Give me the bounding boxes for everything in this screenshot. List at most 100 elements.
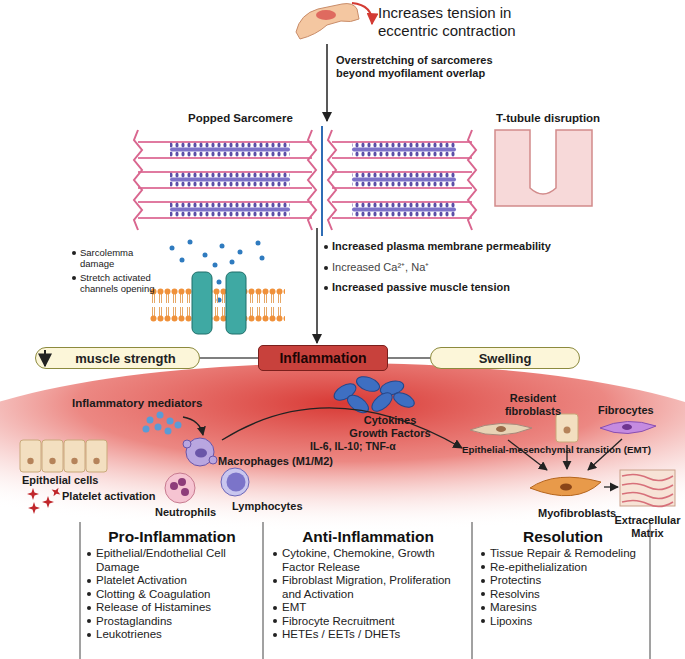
column-divider xyxy=(80,522,81,659)
fibroblast-icon xyxy=(470,423,532,435)
bullet-dot xyxy=(273,619,277,623)
bullet-dot xyxy=(87,606,91,610)
t-tubule-illustration xyxy=(495,130,592,206)
sarcomere-illustration xyxy=(170,142,290,157)
bullet-dot xyxy=(273,552,277,556)
fibrocyte-icon xyxy=(622,424,632,430)
ion-channel-illustration xyxy=(260,256,265,261)
sarcomere-illustration xyxy=(134,130,142,230)
epithelial-cells-icon xyxy=(93,458,99,464)
epithelial-cell-icon xyxy=(556,414,578,442)
bullet-dot xyxy=(273,633,277,637)
node-text: muscle strength xyxy=(75,351,175,366)
sarcomere-illustration xyxy=(332,187,472,189)
mediator-dots xyxy=(143,412,182,435)
neutrophil-icon xyxy=(181,488,189,496)
cytokine-icon xyxy=(391,390,416,410)
symptom-pill: Swelling xyxy=(430,347,580,369)
sarcomere-illustration xyxy=(170,202,290,217)
sarcomere-illustration xyxy=(332,157,472,159)
part-label: Cytokines Growth Factors xyxy=(345,414,435,440)
neutrophil-icon xyxy=(178,478,186,486)
part-label: IL-6, IL-10; TNF-α xyxy=(310,440,435,453)
bullet-item: Release of Histamines xyxy=(84,601,260,615)
process-box: Inflammation xyxy=(258,345,388,371)
arm-illustration xyxy=(296,4,359,39)
bullet-dot xyxy=(481,552,485,556)
flow-arrow xyxy=(316,228,318,343)
ion-channel-illustration xyxy=(188,240,193,245)
ion-channel-illustration xyxy=(226,272,246,334)
flow-arrow xyxy=(326,44,328,121)
connector-line xyxy=(200,357,258,358)
macrophage-icon xyxy=(183,438,217,466)
sarcomere-illustration xyxy=(352,142,456,157)
column-heading: Anti-Inflammation xyxy=(270,527,466,547)
part-label: Epithelial cells xyxy=(22,474,132,487)
neutrophil-icon xyxy=(165,473,195,503)
myofibroblast-icon xyxy=(530,477,601,496)
sarcomere-illustration xyxy=(352,172,456,187)
ion-channel-illustration xyxy=(192,272,212,334)
sarcomere-illustration xyxy=(138,217,312,219)
ion-channel-illustration xyxy=(213,263,218,268)
extracellular-matrix-icon xyxy=(622,474,673,506)
sarcomere-illustration xyxy=(170,208,290,212)
bullet-note: Increased plasma membrane permeability xyxy=(322,240,592,253)
mediator-dots xyxy=(155,424,162,431)
bullet-dot xyxy=(273,579,277,583)
bullet-dot xyxy=(481,565,485,569)
bullet-dot xyxy=(87,579,91,583)
inflammation-glow xyxy=(0,363,685,547)
sarcomere-illustration xyxy=(134,130,476,230)
part-label: Macrophages (M1/M2) xyxy=(218,455,346,468)
text-column: Pro-InflammationEpithelial/Endothelial C… xyxy=(84,527,260,642)
cytokine-icon xyxy=(344,392,371,416)
bullet-dot xyxy=(273,606,277,610)
epithelial-cells-icon xyxy=(64,440,85,472)
sarcomere-illustration xyxy=(321,126,323,236)
ion-channel-illustration xyxy=(170,246,175,251)
connector-group xyxy=(200,358,430,359)
arm-illustration xyxy=(296,3,372,39)
myofibroblast-icon xyxy=(560,484,572,491)
sarcomere-illustration xyxy=(328,130,336,230)
bullet-item: Clotting & Coagulation xyxy=(84,588,260,602)
sarcomere-illustration xyxy=(352,178,456,182)
text-column: Anti-InflammationCytokine, Chemokine, Gr… xyxy=(270,527,466,642)
bullet-item: Fibroblast Migration, Proliferation and … xyxy=(270,574,466,601)
node-text: Swelling xyxy=(479,351,532,366)
bullet-item: Epithelial/Endothelial Cell Damage xyxy=(84,547,260,574)
column-heading: Pro-Inflammation xyxy=(84,527,260,547)
lymphocyte-icon xyxy=(221,468,249,496)
sarcomere-illustration xyxy=(170,172,290,187)
bullet-dot xyxy=(87,633,91,637)
platelet-icon xyxy=(28,502,40,514)
ion-channel-illustration xyxy=(203,253,208,258)
ion-channel-illustration xyxy=(230,260,235,265)
sarcomere-illustration xyxy=(138,142,472,218)
epithelial-cells-icon xyxy=(27,458,33,464)
sarcomere-illustration xyxy=(170,148,290,152)
lymphocyte-icon xyxy=(221,468,249,496)
column-divider xyxy=(80,522,650,659)
mediator-dots xyxy=(165,428,172,435)
neutrophil-icon xyxy=(165,473,195,503)
flow-arrow xyxy=(183,417,203,435)
bullet-dot xyxy=(324,245,328,249)
sarcomere-illustration xyxy=(138,157,312,159)
bullet-dot xyxy=(324,266,328,270)
myofibroblast-icon xyxy=(530,477,601,496)
transition-arrows xyxy=(604,486,618,487)
part-label: Extracellular Matrix xyxy=(610,514,685,540)
sarcomere-illustration xyxy=(352,208,456,212)
part-label: T-tubule disruption xyxy=(496,112,626,126)
ion-channel-illustration xyxy=(217,280,222,285)
bullet-item: Protectins xyxy=(478,574,648,588)
bullet-item: EMT xyxy=(270,601,466,615)
bullet-dot xyxy=(72,251,76,255)
ion-channel-illustration xyxy=(150,288,285,322)
symptom-pill: muscle strength xyxy=(35,347,200,369)
